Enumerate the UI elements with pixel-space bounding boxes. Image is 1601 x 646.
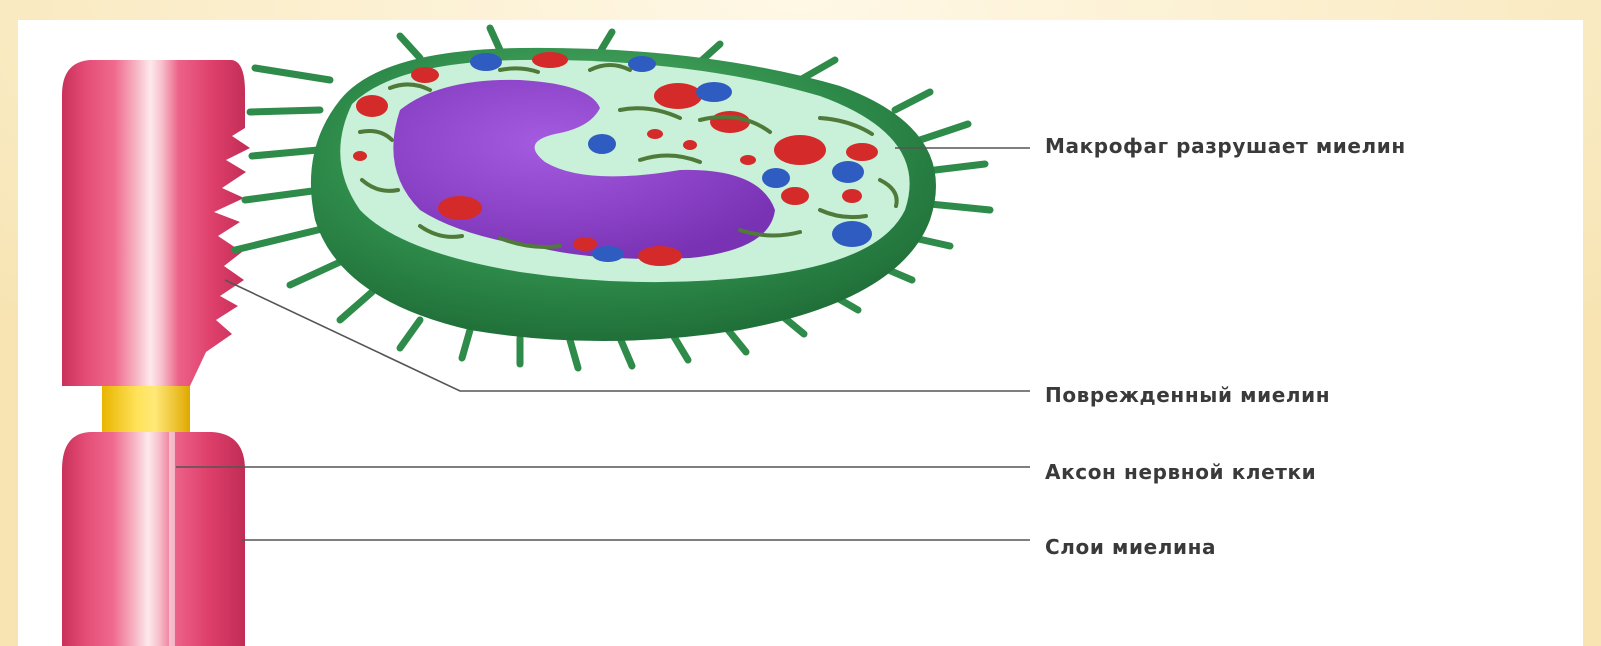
axon-node bbox=[102, 386, 190, 434]
label-damaged-myelin: Поврежденный миелин bbox=[1045, 383, 1330, 407]
damaged-myelin-segment bbox=[62, 60, 250, 386]
label-axon: Аксон нервной клетки bbox=[1045, 460, 1316, 484]
label-macrophage: Макрофаг разрушает миелин bbox=[1045, 134, 1406, 158]
macrophage-cell bbox=[235, 28, 990, 368]
myelin-layers-segment bbox=[62, 432, 245, 646]
label-myelin-layers: Слои миелина bbox=[1045, 535, 1216, 559]
